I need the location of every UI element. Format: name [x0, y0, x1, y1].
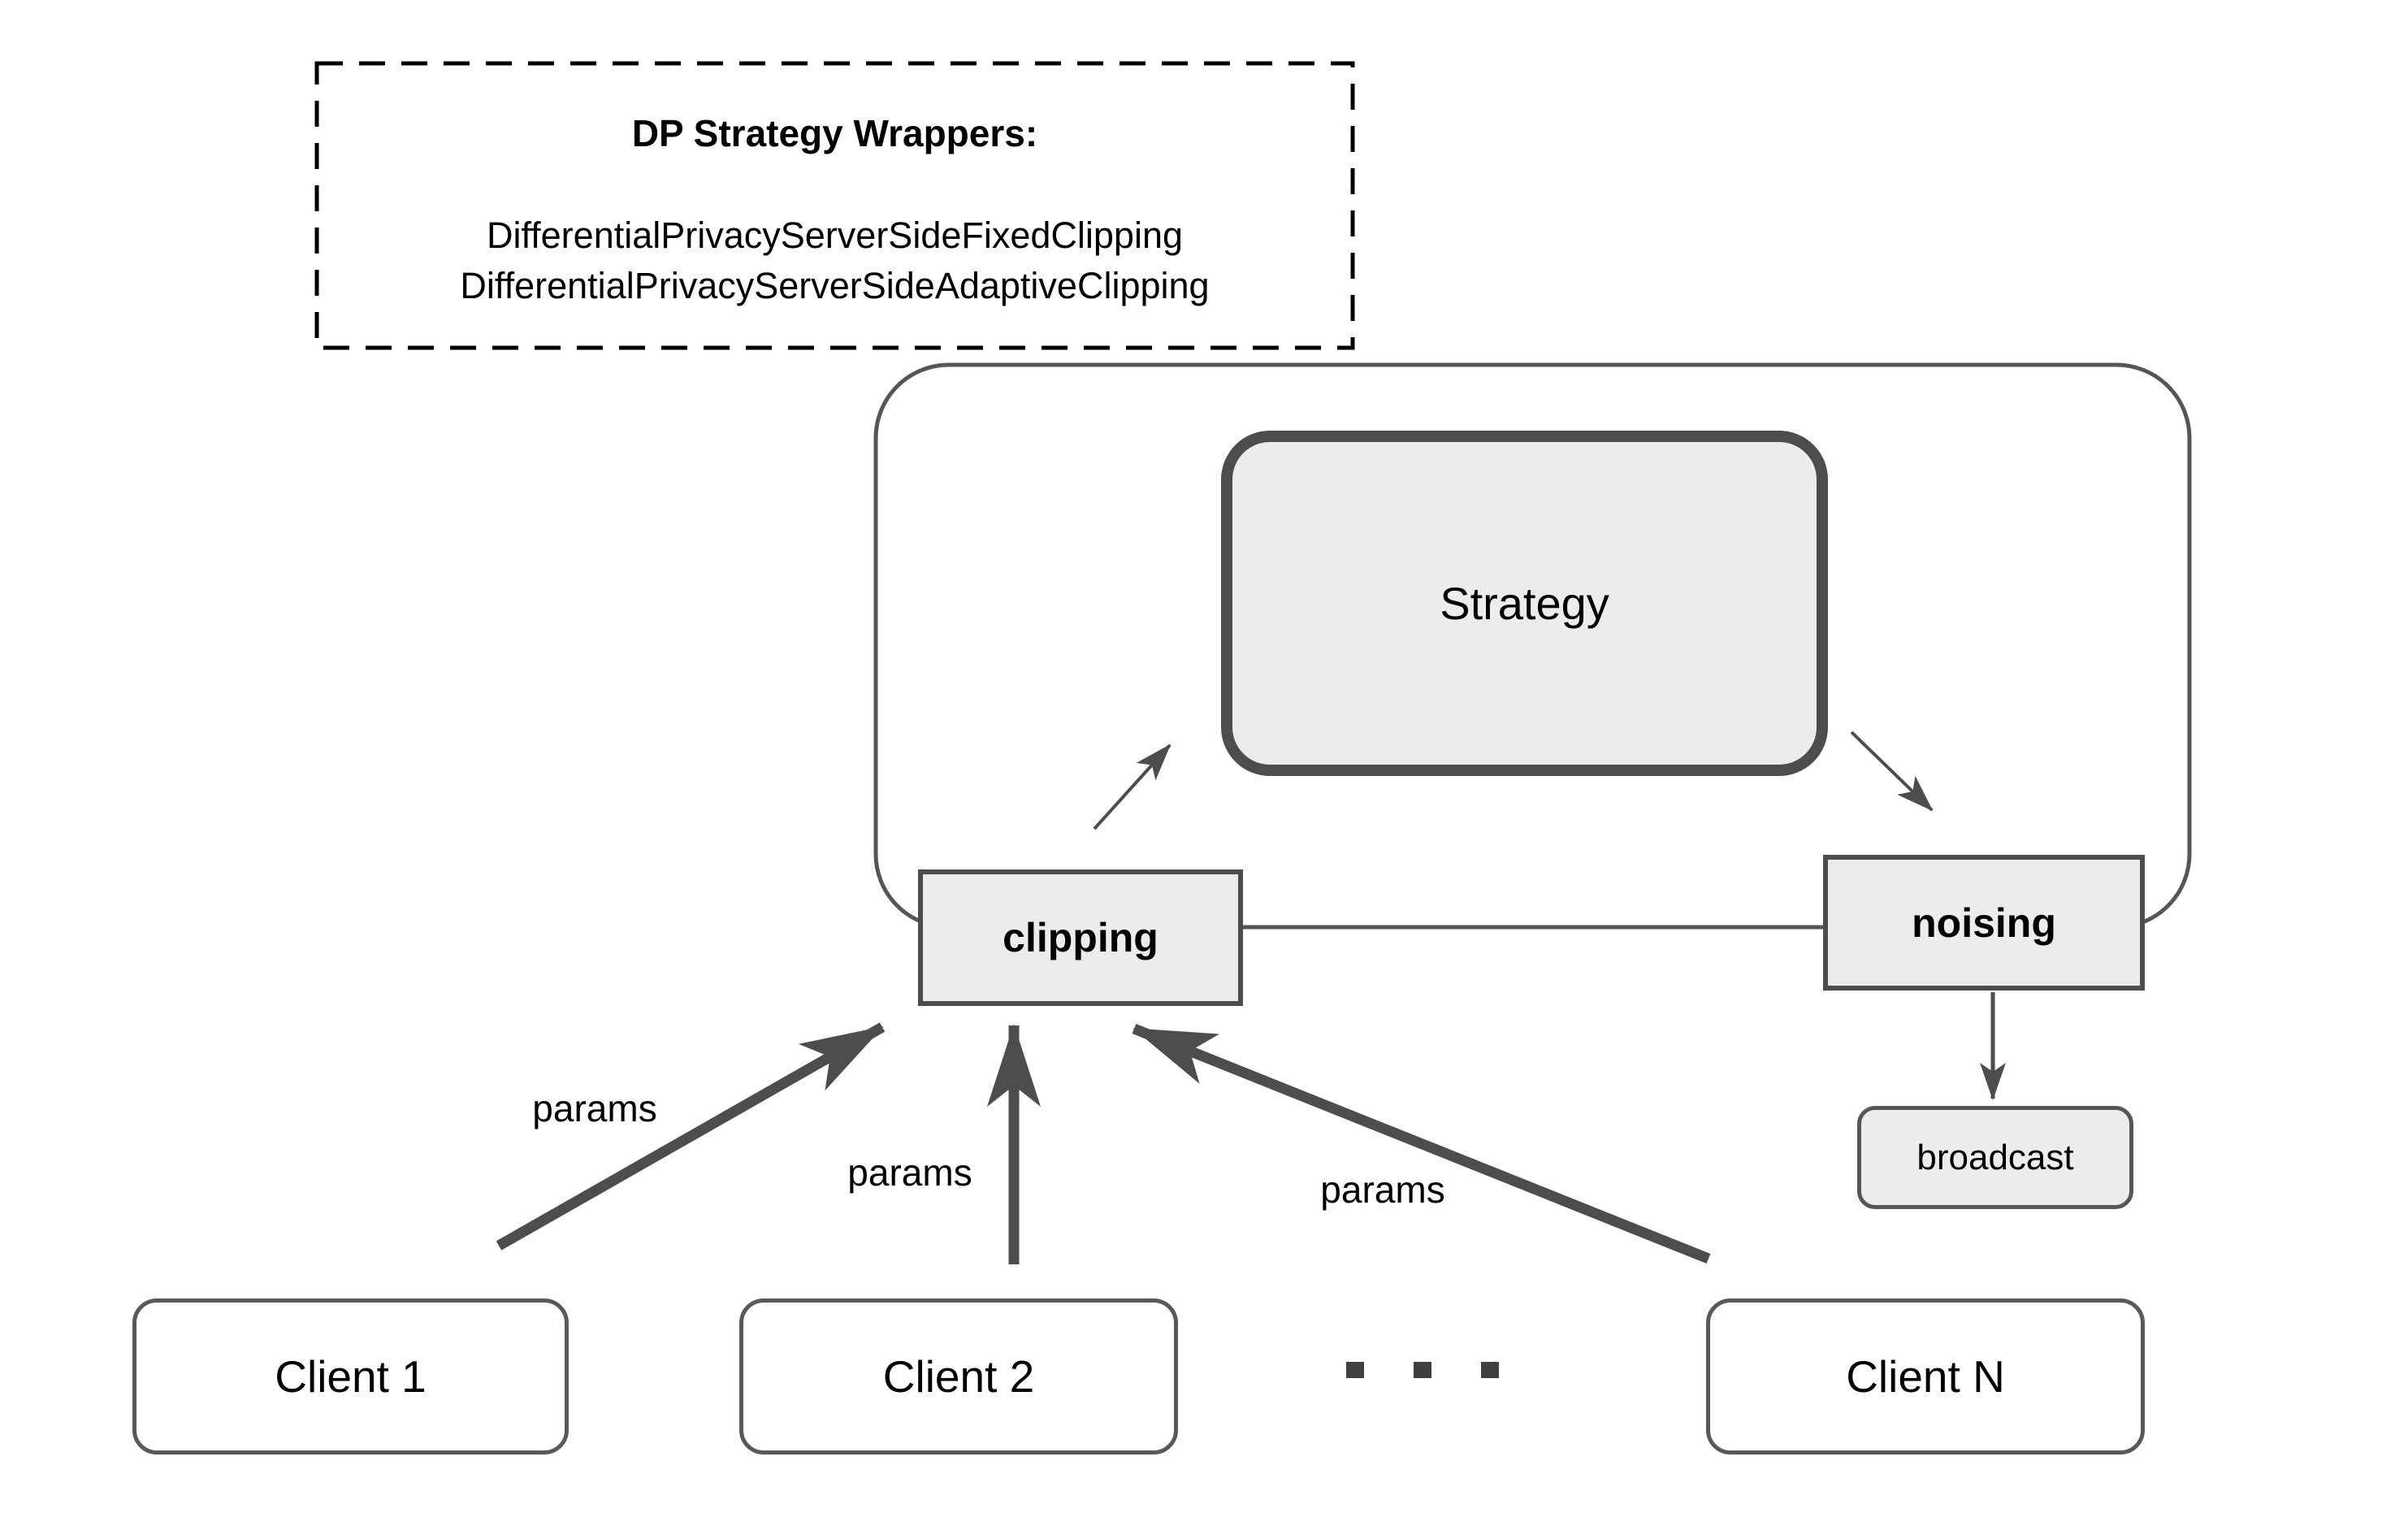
client-2-label: Client 2 — [882, 1351, 1035, 1402]
params-label-client1: params — [532, 1087, 657, 1129]
noising-box: noising — [1823, 855, 2145, 991]
params-label-clientn: params — [1320, 1168, 1445, 1211]
client-1-box: Client 1 — [132, 1298, 569, 1454]
params-arrow-clientn-to-clipping — [1132, 1023, 1711, 1264]
client-1-label: Client 1 — [275, 1351, 427, 1402]
dp-wrappers-note-border — [314, 61, 1355, 350]
params-label-client2: params — [847, 1151, 972, 1194]
clipping-label: clipping — [1003, 915, 1159, 960]
ellipsis-dot — [1481, 1362, 1499, 1378]
ellipsis-dot — [1346, 1362, 1364, 1378]
ellipsis-dot — [1414, 1362, 1431, 1378]
strategy-box: Strategy — [1221, 431, 1828, 776]
broadcast-label: broadcast — [1916, 1137, 2074, 1177]
client-2-box: Client 2 — [739, 1298, 1178, 1454]
dp-wrapper-class-fixed-clipping: DifferentialPrivacyServerSideFixedClippi… — [486, 215, 1184, 256]
dp-wrappers-title: DP Strategy Wrappers: — [631, 112, 1038, 154]
client-n-label: Client N — [1846, 1351, 2005, 1402]
strategy-to-noising-arrow — [1850, 730, 1934, 812]
dp-wrapper-class-adaptive-clipping: DifferentialPrivacyServerSideAdaptiveCli… — [460, 265, 1210, 306]
dp-wrappers-note: DP Strategy Wrappers: DifferentialPrivac… — [317, 63, 1353, 348]
broadcast-box: broadcast — [1857, 1106, 2133, 1209]
client-n-box: Client N — [1706, 1298, 2145, 1454]
strategy-label: Strategy — [1440, 578, 1609, 629]
params-arrow-client1-to-clipping — [496, 1022, 886, 1251]
clipping-to-strategy-arrow — [1093, 743, 1172, 830]
clients-ellipsis-icon — [1346, 1362, 1499, 1378]
noising-label: noising — [1912, 900, 2056, 946]
clipping-box: clipping — [918, 869, 1243, 1006]
